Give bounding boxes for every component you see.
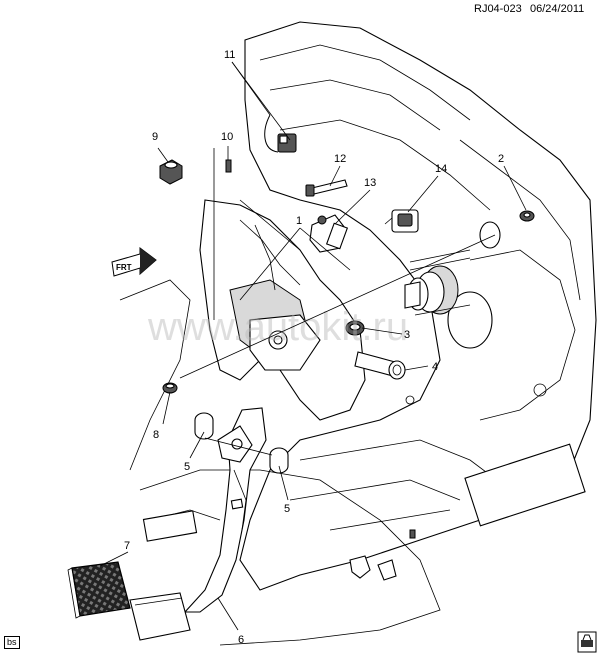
watermark-text: www.autokit.ru: [147, 305, 408, 349]
callout-11: 11: [224, 49, 235, 61]
callout-5-left: 5: [184, 461, 190, 473]
callout-4: 4: [432, 361, 438, 373]
callout-12: 12: [334, 153, 346, 165]
nut-2: [519, 210, 535, 222]
bolt-12: [305, 179, 348, 197]
pedal-pad: [129, 592, 191, 641]
callout-6: 6: [238, 634, 244, 646]
stud-10: [225, 159, 232, 173]
brake-switch: [309, 214, 349, 253]
connector-14: [384, 209, 419, 233]
bushing-5-right: [269, 447, 289, 474]
front-arrow-label: FRT: [116, 263, 132, 272]
diagram-date: 06/24/2011: [530, 3, 584, 15]
callout-2: 2: [498, 153, 504, 165]
callout-9: 9: [152, 131, 158, 143]
booster-pushrod: [404, 249, 471, 316]
callout-8: 8: [153, 429, 159, 441]
callout-7: 7: [124, 540, 130, 552]
callout-10: 10: [221, 131, 233, 143]
corner-tag: bs: [4, 636, 20, 649]
bushing-3: [345, 320, 365, 336]
wiring-harness: [264, 114, 297, 153]
callout-5-right: 5: [284, 503, 290, 515]
callout-3: 3: [404, 329, 410, 341]
callout-labels: 1 2 3 4 5 5 6 7 8 9 10 11 12 13 14: [124, 49, 504, 646]
callout-14: 14: [435, 163, 447, 175]
pivot-bolt-4: [354, 351, 406, 380]
callout-13: 13: [364, 177, 376, 189]
vehicle-logo-icon: [577, 631, 597, 653]
nut-9: [159, 159, 183, 185]
bushing-8: [162, 382, 178, 394]
leader-lines: [99, 61, 527, 631]
callout-1: 1: [296, 215, 302, 227]
floor-clips: [349, 529, 416, 581]
firewall-structure: [239, 21, 597, 591]
brake-pedal-arm: [183, 407, 267, 613]
diagram-code: RJ04-023: [474, 3, 522, 15]
front-arrow: FRT: [111, 247, 157, 277]
pedal-pad-cover-7: [67, 561, 131, 619]
bushing-5-left: [194, 412, 214, 440]
pedal-bracket: [199, 199, 366, 421]
